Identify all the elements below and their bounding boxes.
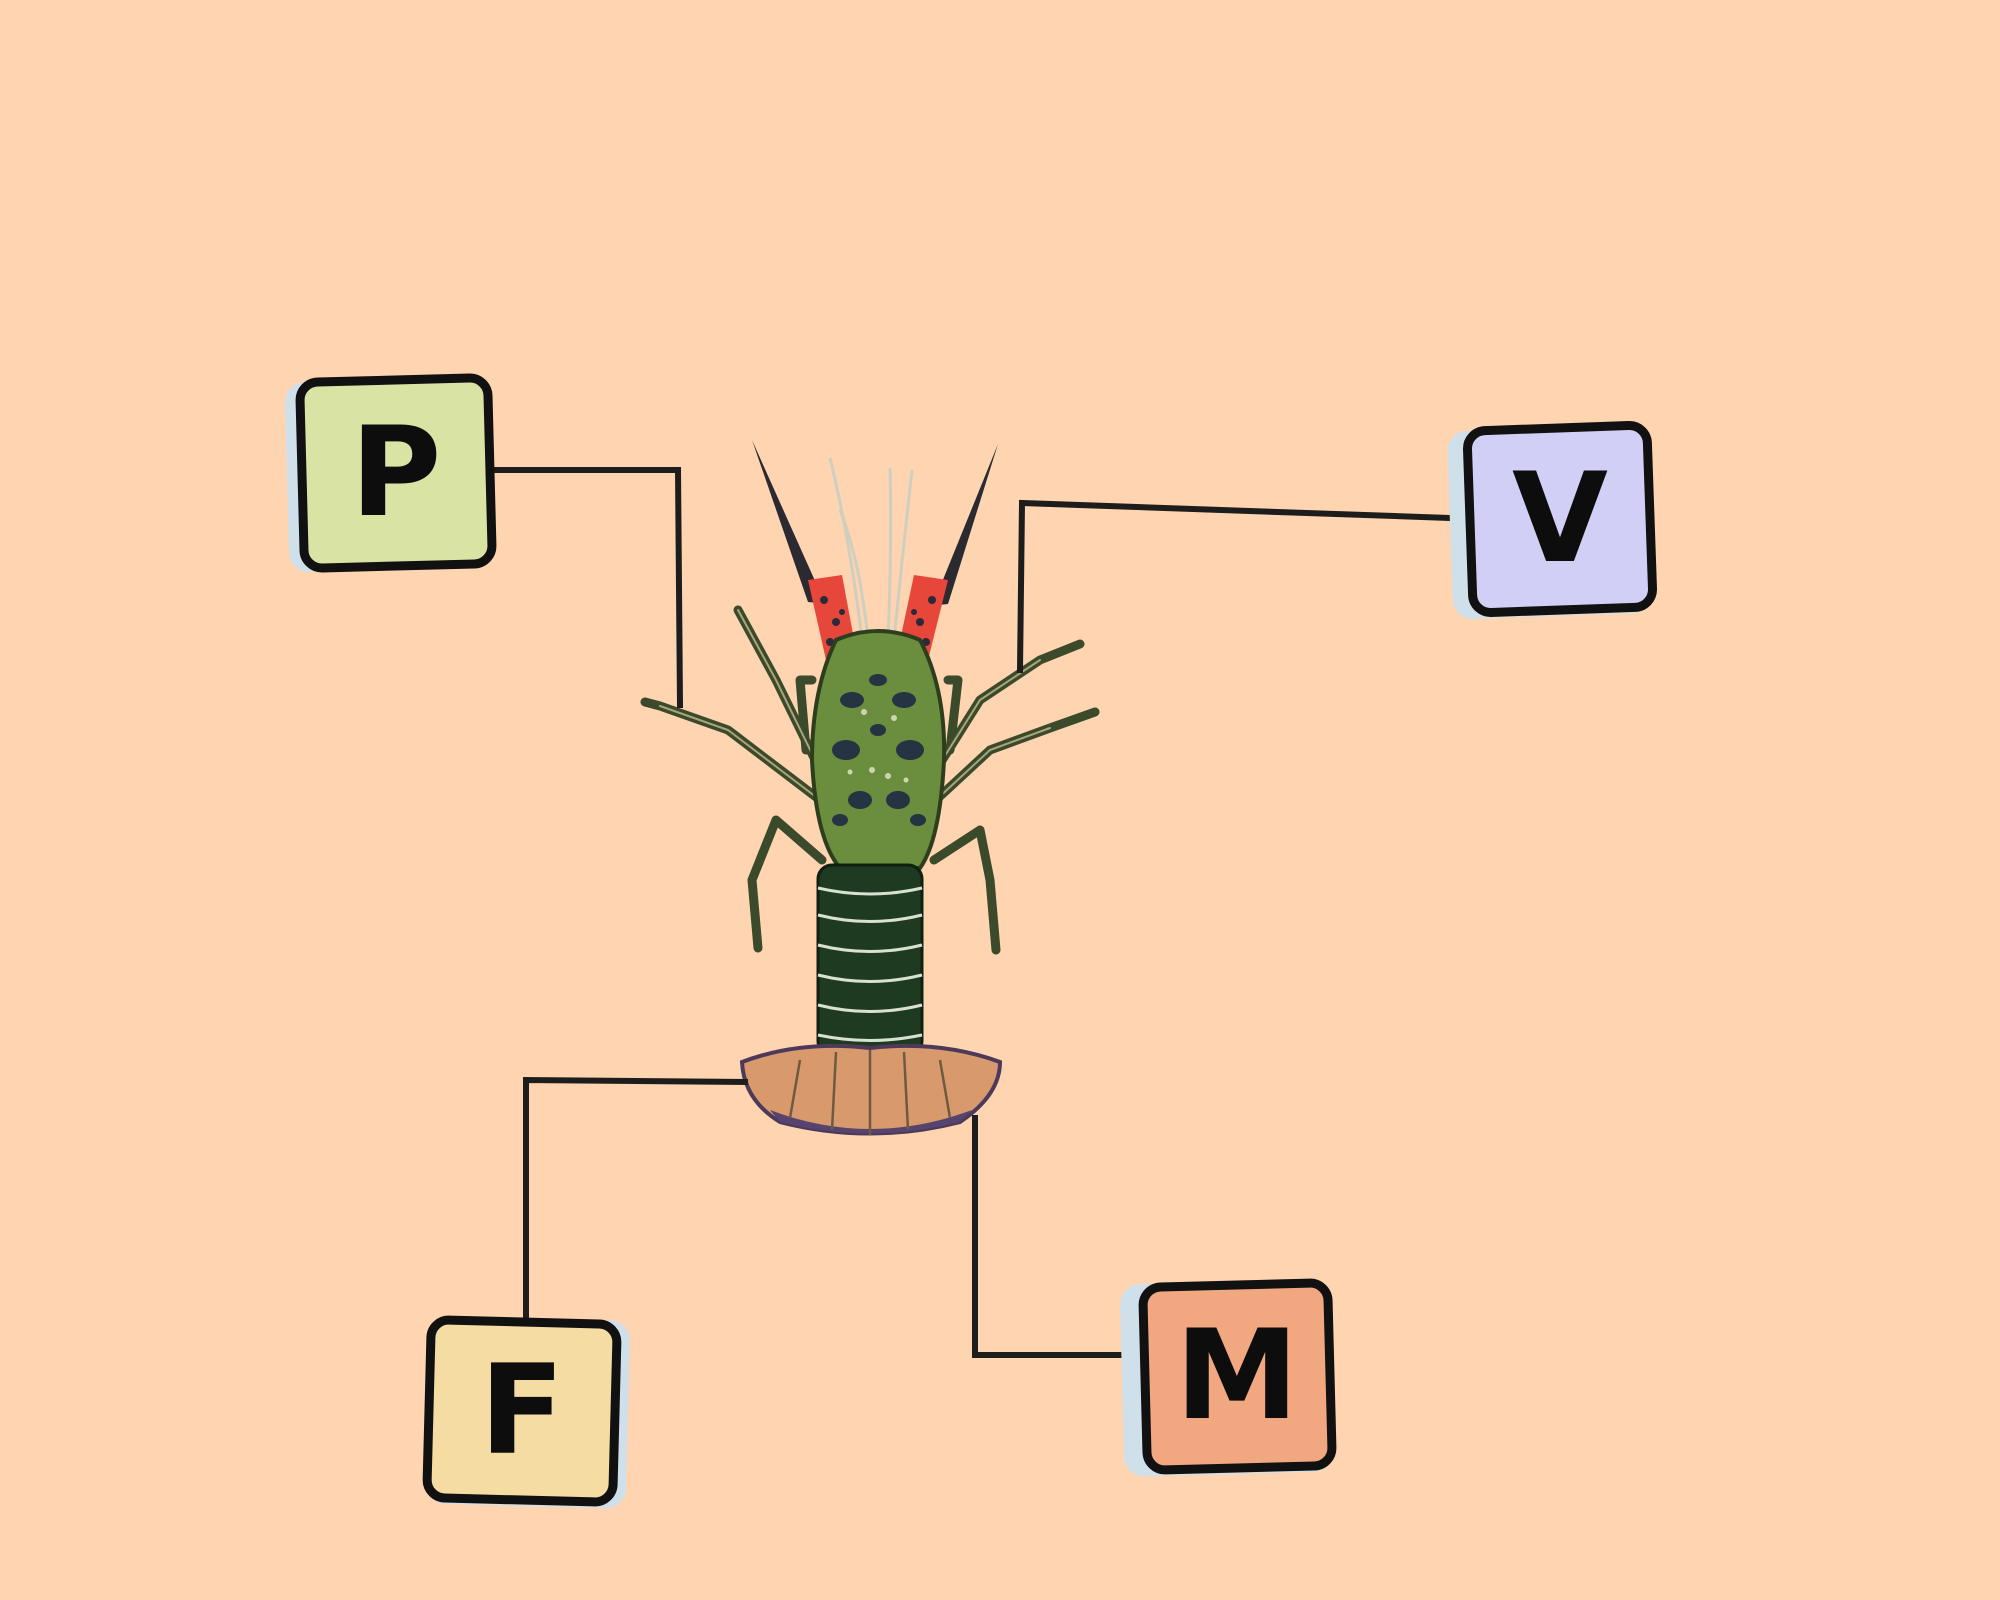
leader-line-v (1016, 499, 1454, 674)
leader-line-f (523, 1076, 749, 1318)
label-box-f[interactable]: F (422, 1315, 631, 1509)
leader-lines (491, 467, 1454, 1358)
label-box-m[interactable]: M (1120, 1278, 1337, 1477)
tail-fan (739, 1043, 1003, 1136)
label-letter-v: V (1512, 447, 1608, 591)
label-box-p[interactable]: P (285, 373, 497, 573)
label-box-v[interactable]: V (1447, 421, 1658, 620)
carapace (809, 629, 947, 870)
spiny-lobster-icon (640, 440, 1100, 1136)
leader-line-p (491, 467, 684, 709)
antennae (752, 440, 998, 660)
label-letter-p: P (351, 401, 442, 545)
abdomen (816, 863, 924, 1057)
leader-line-m (972, 1115, 1125, 1358)
antennules (828, 457, 914, 641)
label-letter-m: M (1175, 1304, 1298, 1448)
label-letter-f: F (480, 1339, 565, 1483)
